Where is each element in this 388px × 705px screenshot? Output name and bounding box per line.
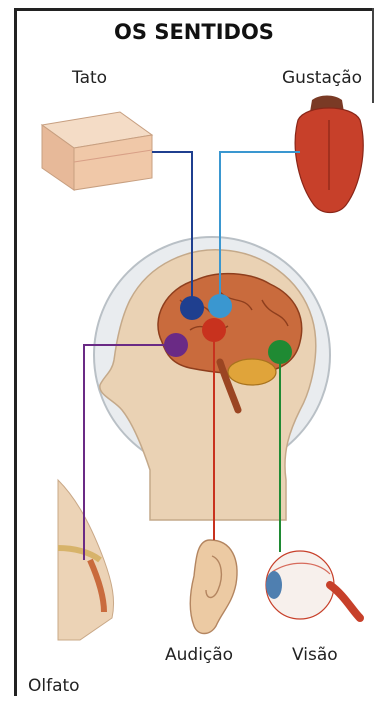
skin-block-icon [42, 112, 152, 190]
nose-icon [58, 480, 114, 640]
cerebellum [228, 359, 276, 385]
eye-icon [266, 551, 360, 619]
dot-visao [268, 340, 292, 364]
dot-gustacao [208, 294, 232, 318]
dot-tato [180, 296, 204, 320]
ear-icon [190, 540, 237, 634]
dot-audicao [202, 318, 226, 342]
tongue-icon [295, 96, 363, 213]
dot-olfato [164, 333, 188, 357]
